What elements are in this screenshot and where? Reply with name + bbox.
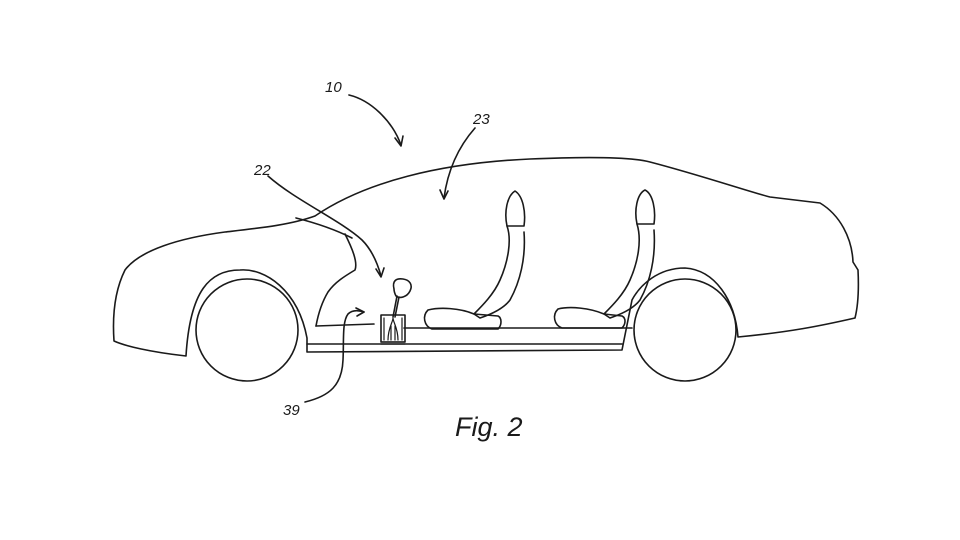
leader-arrow-39: [304, 309, 365, 403]
hood-line: [295, 217, 353, 239]
leader-arrow-10: [348, 94, 402, 146]
front-seat-cushion: [423, 307, 502, 330]
rear-seat-cushion: [553, 306, 626, 329]
car-body-outline: [112, 156, 860, 357]
rear-seat-back: [603, 223, 656, 319]
leader-arrow-23: [443, 127, 476, 199]
arrowhead-23: [439, 189, 449, 200]
shifter-base-detail: [380, 317, 406, 345]
figure-caption: Fig. 2: [455, 412, 523, 442]
shifter-assembly: [380, 278, 412, 345]
leader-arrow-22: [267, 175, 382, 277]
arrowhead-22: [375, 267, 385, 278]
front-seat-headrest: [505, 190, 526, 227]
arrowhead-39: [355, 307, 365, 317]
front-wheel: [195, 278, 299, 382]
ref-label-10: 10: [325, 79, 342, 96]
rear-seat-headrest: [635, 189, 656, 225]
front-seat-back: [473, 225, 526, 319]
ref-label-23: 23: [472, 111, 490, 128]
ref-label-22: 22: [253, 162, 271, 179]
shifter-stick: [392, 295, 400, 318]
arrowhead-10: [394, 135, 404, 147]
shifter-knob: [392, 278, 412, 299]
front-door-edge: [315, 233, 357, 327]
rear-wheel: [633, 278, 737, 382]
ref-label-39: 39: [283, 402, 300, 419]
